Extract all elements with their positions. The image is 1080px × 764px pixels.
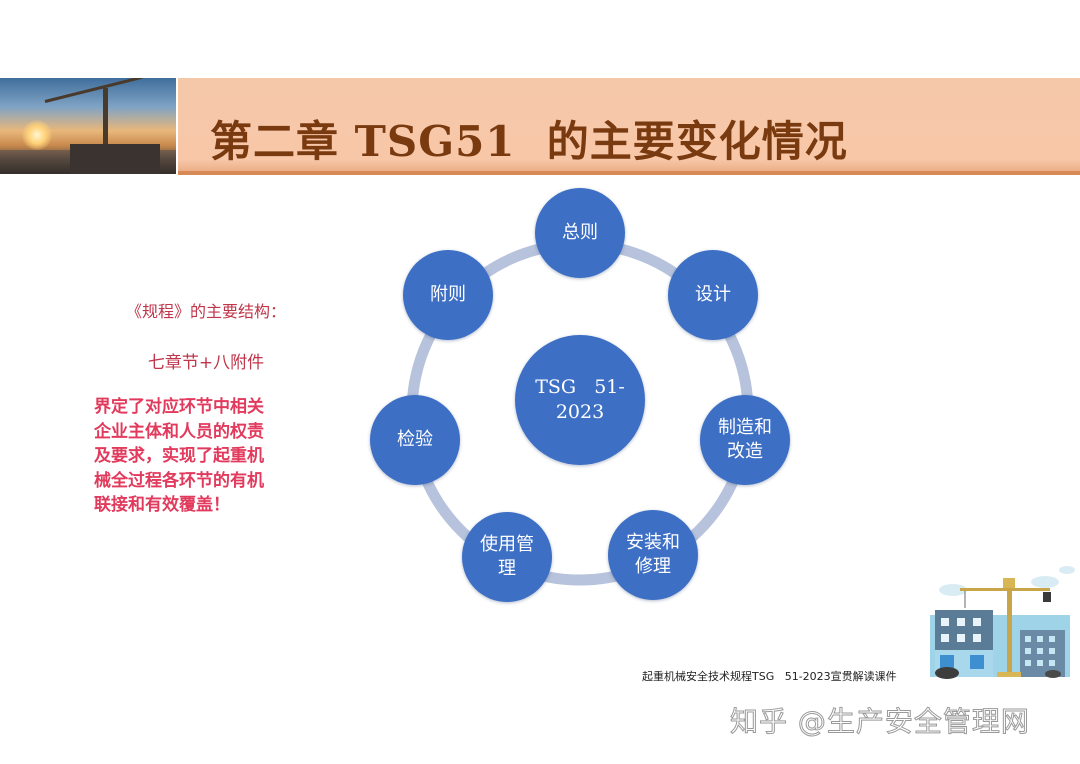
node-manufacture: 制造和 改造	[700, 395, 790, 485]
sun-graphic	[22, 120, 52, 150]
city-construction-illustration	[930, 566, 1075, 679]
node-label: 改造	[727, 441, 763, 462]
node-label: 检验	[397, 429, 433, 450]
node-label: 安装和	[626, 532, 680, 553]
body-line: 界定了对应环节中相关	[94, 397, 264, 417]
footer-caption: 起重机械安全技术规程TSG 51-2023宣贯解读课件	[642, 670, 897, 683]
body-line: 企业主体和人员的权责	[94, 421, 264, 442]
node-label: 附则	[430, 284, 466, 305]
node-inspection: 检验	[370, 395, 460, 485]
node-label: 使用管	[480, 534, 534, 555]
node-label: 修理	[635, 556, 671, 577]
structure-heading: 《规程》的主要结构：	[125, 302, 286, 321]
page-title: 第二章 TSG51 的主要变化情况	[210, 117, 848, 166]
body-line: 及要求，实现了起重机	[94, 446, 264, 466]
node-label: 理	[498, 558, 516, 579]
center-line1: TSG 51-	[535, 376, 625, 398]
node-install: 安装和 修理	[608, 510, 698, 600]
building-graphic	[70, 144, 160, 174]
header-photo	[0, 78, 176, 174]
body-line: 械全过程各环节的有机	[94, 470, 264, 491]
node-appendix: 附则	[403, 250, 493, 340]
structure-description: 《规程》的主要结构： 七章节+八附件 界定了对应环节中相关 企业主体和人员的权责…	[88, 298, 324, 518]
body-line: 联接和有效覆盖！	[94, 495, 230, 515]
crane-mast-graphic	[103, 88, 108, 150]
center-line2: 2023	[555, 401, 605, 423]
watermark: 知乎 @生产安全管理网	[730, 705, 1030, 739]
center-node: TSG 51- 2023	[515, 335, 645, 465]
structure-subheading: 七章节+八附件	[147, 353, 265, 373]
node-label: 总则	[562, 222, 598, 243]
node-label: 设计	[695, 284, 731, 305]
header-divider	[178, 171, 1080, 175]
header-bar	[178, 78, 1080, 174]
node-design: 设计	[668, 250, 758, 340]
node-general: 总则	[535, 188, 625, 278]
node-label: 制造和	[718, 417, 772, 438]
node-usage: 使用管 理	[462, 512, 552, 602]
structure-body: 界定了对应环节中相关 企业主体和人员的权责 及要求，实现了起重机 械全过程各环节…	[88, 395, 324, 518]
